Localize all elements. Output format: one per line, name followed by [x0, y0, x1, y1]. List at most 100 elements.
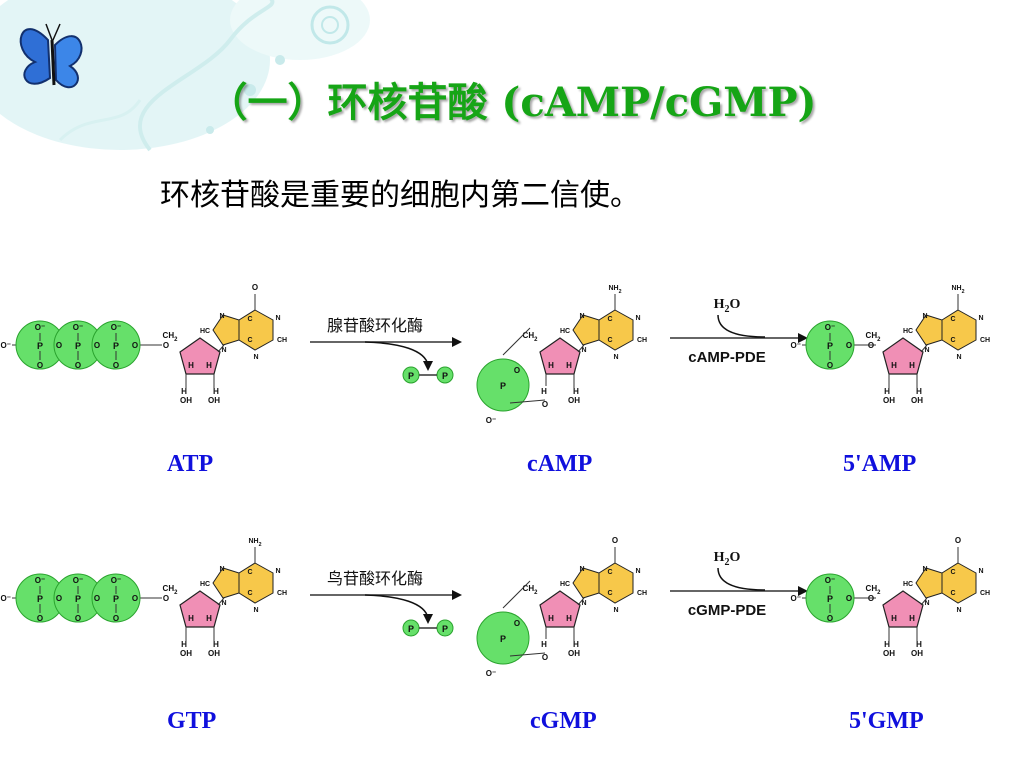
row2-water-sub: 2	[725, 557, 730, 568]
caption-5gmp: 5'GMP	[849, 708, 924, 734]
row2-cyclic-o-top: O	[514, 619, 520, 628]
row1-cyclic-base-top-main: NH	[608, 285, 618, 292]
row2-triphosphate-phosphate-1-o-bottom: O	[37, 614, 43, 623]
row2-water: H	[714, 550, 725, 565]
row2-precursor-ribose-h-low-right: H	[213, 640, 219, 649]
row1-triphosphate-phosphate-1-o-bottom: O	[37, 361, 43, 370]
row1-cyclic-base-pentring	[572, 314, 600, 346]
row2-triphosphate-o-link-2: O	[94, 594, 100, 603]
row1-water-o: O	[730, 297, 741, 312]
row1-precursor-ribose-h-low-right: H	[213, 387, 219, 396]
row1-triphosphate-phosphate-3-circle	[91, 320, 141, 370]
row1-triphosphate-o-link-3: O	[132, 341, 138, 350]
row1-cyclic-bond-5	[502, 327, 531, 356]
row2-product-ribose-ch2: CH2	[866, 584, 882, 596]
row2-monophosphate-o-end: O⁻	[791, 594, 801, 603]
row1-product-base-hexring	[941, 309, 977, 351]
row1-monophosphate-phosphate-1-o-bottom: O	[827, 361, 833, 370]
row1-precursor-ribose-h-right: H	[206, 361, 212, 370]
row2-product-ribose-oh-2: OH	[911, 649, 923, 658]
row2-cyclic-base-pentring	[572, 567, 600, 599]
row1-monophosphate-phosphate-1-o-top: O⁻	[825, 323, 835, 332]
row1-cyclic-bond-3	[509, 399, 546, 404]
row2-product-ribose-h-low-left: H	[884, 640, 890, 649]
row2-product-base-n3: N	[956, 607, 961, 614]
row1-water-curve	[717, 314, 766, 338]
row1-cyclic-ribose-h-low-right: H	[573, 387, 579, 396]
row2-pp-release-arrowhead	[423, 614, 433, 624]
row2-cyclic-ribose-h-low-left: H	[541, 640, 547, 649]
row1-product-base-pentring	[915, 314, 943, 346]
row2-triphosphate-phosphate-3-o-top: O⁻	[111, 576, 121, 585]
row2-cyclic-bond-3	[509, 652, 546, 657]
row1-precursor-base-ch2: CH	[277, 337, 287, 344]
row2-triphosphate-phosphate-3-p: P	[113, 594, 119, 604]
row1-product-base-n3: N	[956, 354, 961, 361]
row1-product-ribose-ch2-main: CH	[866, 331, 878, 340]
row1-cyclase-label: 腺苷酸环化酶	[327, 317, 423, 335]
row1-cyclic-o3: O	[542, 400, 548, 409]
row1-precursor-base-n1: N	[275, 315, 280, 322]
row2-cyclic-ribose-ch2: CH2	[523, 584, 539, 596]
row1-precursor-glycosidic-bond	[217, 344, 225, 353]
row2-precursor-ribose-oh-3: OH	[180, 649, 192, 658]
caption-gtp: GTP	[167, 708, 217, 734]
row1-product-base-n7: N	[922, 313, 927, 320]
row2-pp-left: P	[408, 624, 414, 634]
row2-cyclic-ribose-ring	[539, 590, 581, 628]
row2-pp-release-curve	[364, 594, 429, 619]
row2-product-ribose-h-left: H	[891, 614, 897, 623]
row2-water-curve	[717, 567, 766, 591]
row1-product-ribose-ring	[882, 337, 924, 375]
row2-precursor-base-hc8: HC	[200, 581, 210, 588]
row2-triphosphate-o-link-1: O	[56, 594, 62, 603]
row2-cyclic-base-n1: N	[635, 568, 640, 575]
row2-cyclic-bond-5	[502, 580, 531, 609]
row2-precursor-glycosidic-bond	[217, 597, 225, 606]
row1-cyclic-p: P	[500, 381, 506, 391]
row2-cyclic-base-n9: N	[581, 600, 586, 607]
caption-cgmp: cGMP	[530, 708, 597, 734]
row1-precursor-ribose-oh-3: OH	[180, 396, 192, 405]
row1-triphosphate-phosphate-3-o-bottom: O	[113, 361, 119, 370]
caption-camp: cAMP	[527, 451, 593, 477]
row2-monophosphate-phosphate-1-o-top: O⁻	[825, 576, 835, 585]
row1-water-sub: 2	[725, 304, 730, 315]
row2-cyclic-ribose-h-low-right: H	[573, 640, 579, 649]
row1-water: H	[714, 297, 725, 312]
row1-cyclic-base-top-sub: 2	[619, 289, 622, 295]
row1-product-ribose-h-right: H	[909, 361, 915, 370]
row1-cyclic-o-top: O	[514, 366, 520, 375]
row2-monophosphate-phosphate-1-circle	[805, 573, 855, 623]
row1-product-base-ch2: CH	[980, 337, 990, 344]
row2-cyclic-base-ch2: CH	[637, 590, 647, 597]
row1-pde-label: cAMP-PDE	[688, 349, 766, 366]
row1-cyclic-phosphate	[476, 358, 530, 412]
row1-triphosphate-o-link-1: O	[56, 341, 62, 350]
row2-precursor-ribose-ch2-sub: 2	[174, 590, 178, 596]
row1-monophosphate-o-end: O⁻	[791, 341, 801, 350]
row2-cyclic-ribose-h-right: H	[566, 614, 572, 623]
row2-monophosphate-phosphate-1-p: P	[827, 594, 833, 604]
row1-precursor-ribose-ch2: CH2	[163, 331, 179, 343]
row2-cyclic-base-n7: N	[579, 566, 584, 573]
slide-subtitle: 环核苷酸是重要的细胞内第二信使。	[160, 178, 640, 213]
row1-triphosphate-phosphate-2-o-top: O⁻	[73, 323, 83, 332]
row2-precursor-ribose-ch2: CH2	[163, 584, 179, 596]
row2-pp-right: P	[442, 624, 448, 634]
row2-cyclic-phosphate	[476, 611, 530, 665]
row2-water-o: O	[730, 550, 741, 565]
row1-monophosphate-phosphate-1-p: P	[827, 341, 833, 351]
row1-cyclic-ribose-h-low-left: H	[541, 387, 547, 396]
row1-pp-release-arrowhead	[423, 361, 433, 371]
row1-cyclic-ribose-ring	[539, 337, 581, 375]
row2-precursor-base-ch2: CH	[277, 590, 287, 597]
row1-cyclase-arrowhead	[452, 337, 462, 347]
row2-product-ribose-oh-3: OH	[883, 649, 895, 658]
row1-precursor-base-top: O	[252, 283, 258, 292]
row2-product-base-hc8: HC	[903, 581, 913, 588]
row1-triphosphate-phosphate-3-p: P	[113, 341, 119, 351]
row2-pde-arrowhead	[798, 586, 808, 596]
